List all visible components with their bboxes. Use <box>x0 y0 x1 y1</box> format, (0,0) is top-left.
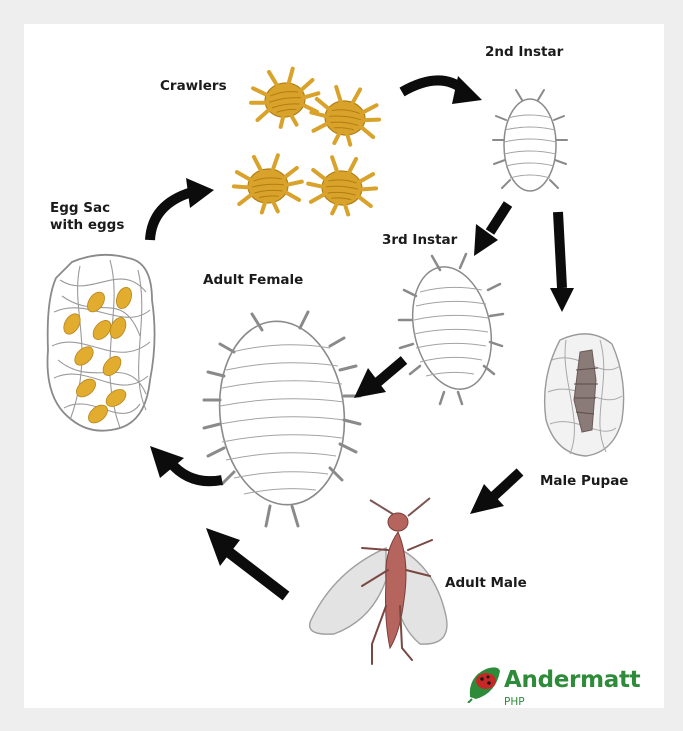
brand-sub: PHP <box>504 696 525 708</box>
label-adult-female: Adult Female <box>203 272 303 289</box>
adult-female-illustration <box>204 312 360 526</box>
arrow-adult-male-back <box>226 550 286 596</box>
brand-name: Andermatt <box>504 667 640 693</box>
arrow-second-instar-to-pupae <box>558 212 562 288</box>
ladybug-leaf-icon <box>466 663 502 703</box>
egg-sac-illustration <box>48 255 155 431</box>
label-crawlers: Crawlers <box>160 78 227 95</box>
andermatt-logo: Andermatt PHP <box>466 661 646 711</box>
male-pupae-illustration <box>545 334 624 456</box>
arrow-female-to-eggsac <box>170 462 222 481</box>
label-third-instar: 3rd Instar <box>382 232 457 249</box>
arrow-second-to-third-instar <box>490 204 508 232</box>
arrow-crawlers-to-second-instar <box>402 80 464 92</box>
label-egg-sac: Egg Sac with eggs <box>50 200 124 234</box>
label-male-pupae: Male Pupae <box>540 473 628 490</box>
third-instar-illustration <box>399 254 503 404</box>
arrowhead-eggsac-to-crawlers <box>186 178 214 208</box>
adult-male-illustration <box>310 498 447 664</box>
arrowhead-second-instar-to-pupae <box>550 288 574 312</box>
second-instar-illustration <box>493 90 567 191</box>
label-adult-male: Adult Male <box>445 575 527 592</box>
arrow-pupae-to-adult-male <box>494 472 520 496</box>
label-second-instar: 2nd Instar <box>485 44 563 61</box>
arrow-third-instar-to-female <box>378 360 404 382</box>
arrow-eggsac-to-crawlers <box>150 192 192 240</box>
crawlers-illustration <box>232 66 382 217</box>
